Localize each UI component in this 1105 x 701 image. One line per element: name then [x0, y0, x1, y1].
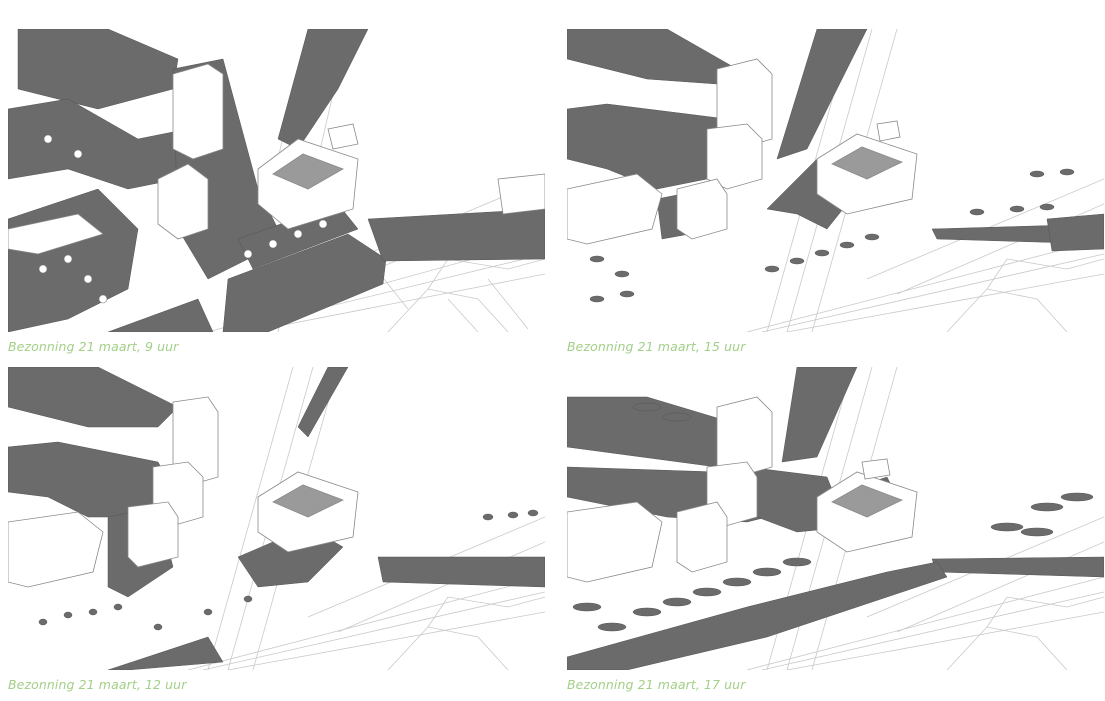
- caption-17h: Bezonning 21 maart, 17 uur: [567, 677, 746, 692]
- caption-12h: Bezonning 21 maart, 12 uur: [8, 677, 187, 692]
- shadow-study-panel-12h: [8, 367, 545, 670]
- axonometric-shadow-drawing: [567, 367, 1104, 670]
- axonometric-shadow-drawing: [8, 367, 545, 670]
- shadow-study-panel-15h: [567, 29, 1104, 332]
- shadow-study-panel-9h: [8, 29, 545, 332]
- axonometric-shadow-drawing: [567, 29, 1104, 332]
- shadow-study-panel-17h: [567, 367, 1104, 670]
- caption-9h: Bezonning 21 maart, 9 uur: [8, 339, 179, 354]
- caption-15h: Bezonning 21 maart, 15 uur: [567, 339, 746, 354]
- axonometric-shadow-drawing: [8, 29, 545, 332]
